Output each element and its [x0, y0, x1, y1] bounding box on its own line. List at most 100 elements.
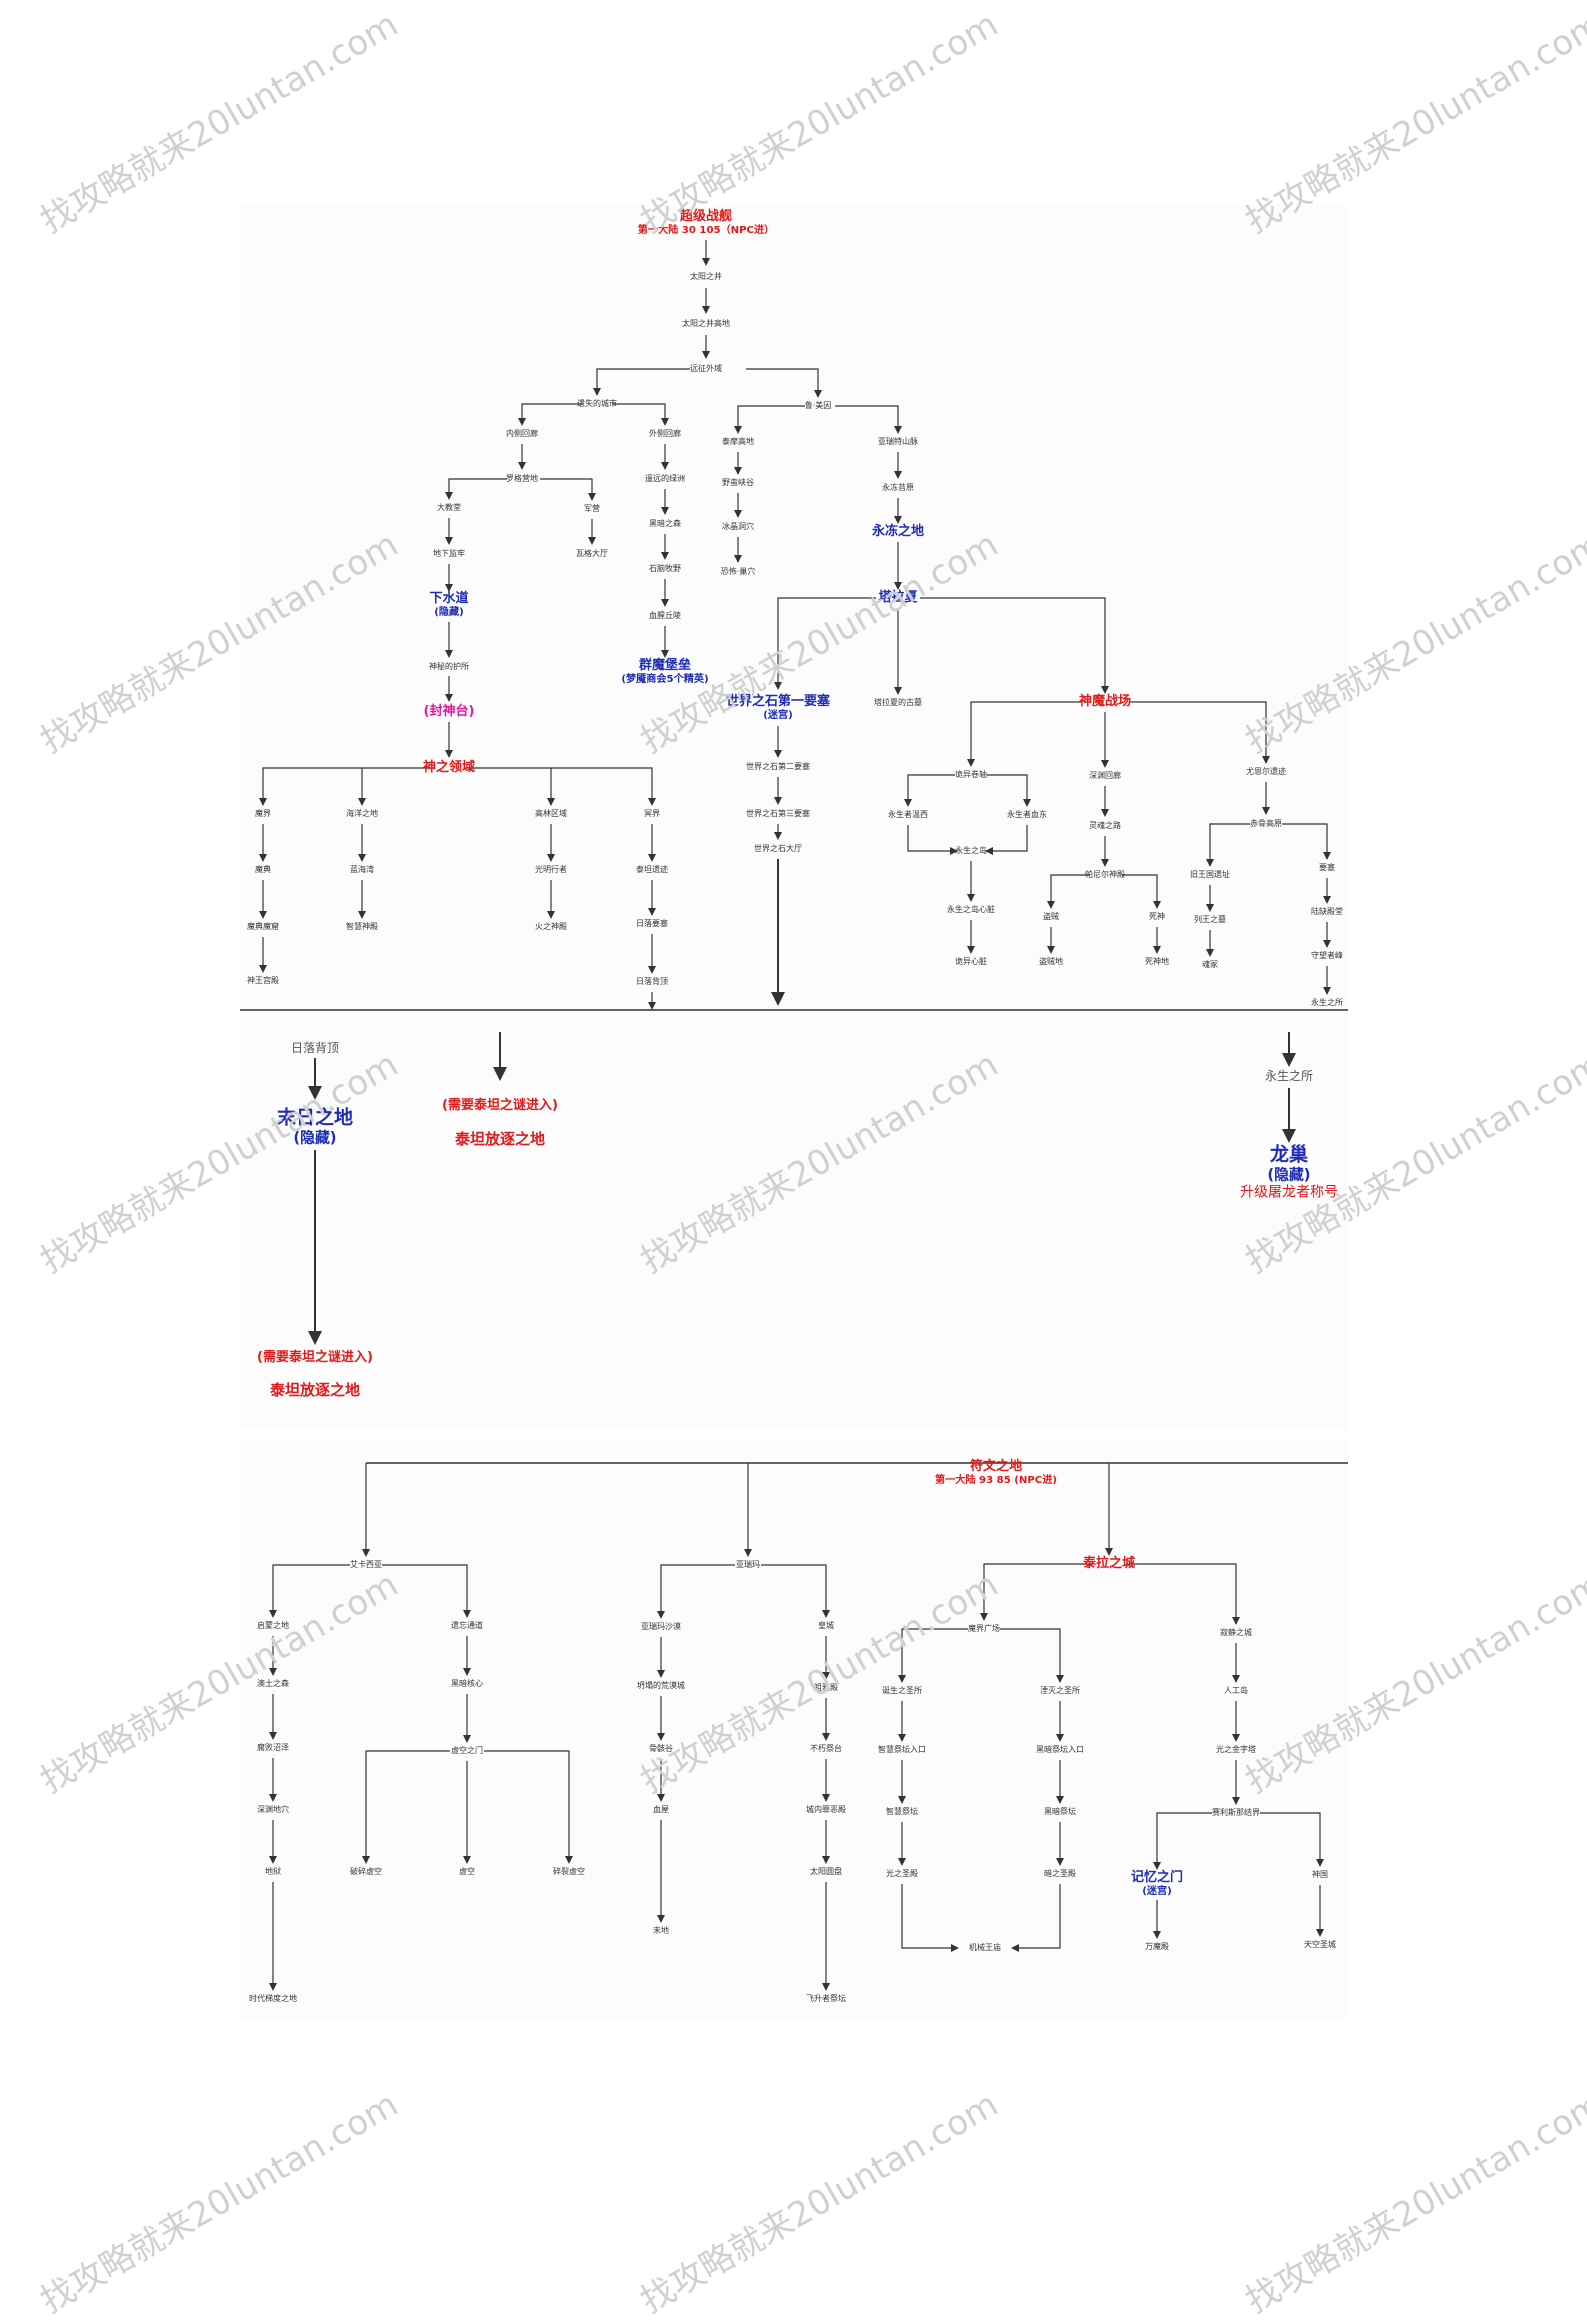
node-label: 记忆之门 [1130, 1870, 1184, 1886]
node-n24: 野蛮峡谷 [722, 478, 754, 488]
node-n25: 冰晶洞穴 [722, 522, 754, 532]
node-n40: 永生之岛 [955, 846, 987, 856]
node-n122: 记忆之门(迷宫) [1131, 1870, 1183, 1898]
node-label: 血腥丘陵 [649, 611, 681, 621]
node-label: 符文之地 [969, 1459, 1022, 1475]
node-label: 时代梯度之地 [249, 1994, 297, 2004]
connector-40 [987, 774, 1031, 807]
connector-123 [1260, 1812, 1324, 1867]
node-n48: 死神 [1149, 912, 1165, 922]
connector-107 [980, 1563, 1092, 1621]
node-label: 世界之石大厅 [754, 844, 802, 854]
node-label: 地下监牢 [433, 549, 465, 559]
node-label: 瓦格大厅 [576, 549, 608, 559]
connector-42 [985, 825, 1028, 855]
node-n5: 遗失的城市 [577, 399, 617, 409]
connector-21 [734, 405, 805, 434]
node-n62: 神王宫殿 [247, 976, 279, 986]
node-label: 世界之石第一要塞 [725, 694, 831, 710]
node-label: 虚空之门 [451, 1746, 483, 1756]
node-label: 旧王国遗址 [1190, 870, 1230, 880]
node-n49: 死神地 [1145, 957, 1169, 967]
node-n84: 澳土之森 [257, 1679, 289, 1689]
node-n30: 塔拉夏 [878, 590, 917, 606]
node-n120: 光之金字塔 [1216, 1745, 1256, 1755]
node-label: 澳土之森 [257, 1679, 289, 1689]
node-label: 遗忘通道 [451, 1621, 483, 1631]
node-label: 城内罪恶殿 [806, 1805, 846, 1815]
node-n2: 太阳之井 [690, 272, 722, 282]
node-label: 死神地 [1145, 957, 1169, 967]
node-sublabel: (隐藏) [293, 1129, 337, 1147]
connector-114 [901, 1884, 959, 1952]
node-n69: 冥界 [644, 809, 660, 819]
node-n20: 石脑牧野 [649, 564, 681, 574]
node-n95: 亚瑞玛 [736, 1560, 760, 1570]
node-label: 灵魂之路 [1089, 821, 1121, 831]
diagram-panel-bottom [240, 1440, 1348, 2020]
node-label: 亚瑞玛 [736, 1560, 760, 1570]
node-n116: 暗之圣殿 [1044, 1869, 1076, 1879]
node-label: 魔界 [255, 809, 271, 819]
node-n113: 湮灭之圣所 [1040, 1686, 1080, 1696]
node-label: 野蛮峡谷 [722, 478, 754, 488]
node-label: 太阳圆盘 [810, 1867, 842, 1877]
node-label: 魂冢 [1202, 960, 1218, 970]
node-label: 赛利斯那结界 [1212, 1808, 1260, 1818]
connector-84 [269, 1564, 350, 1618]
node-n64: 蓝海湾 [350, 865, 374, 875]
node-n58: 永生之所 [1311, 998, 1343, 1008]
node-label: 人工岛 [1224, 1686, 1248, 1696]
node-sublabel: 第一大陆 93 85 (NPC进) [935, 1474, 1057, 1486]
node-n46: 盗贼 [1043, 912, 1059, 922]
node-label: 深渊回廊 [1089, 771, 1121, 781]
node-n37: 诡异卷轴 [955, 770, 987, 780]
node-label: 恐怖·巢穴 [720, 567, 756, 577]
node-n57: 守望者峰 [1311, 951, 1343, 961]
connector-48 [1122, 874, 1161, 909]
node-n14: 神之领域 [423, 760, 475, 776]
node-label: 机械王庙 [969, 1943, 1001, 1953]
node-n33: 世界之石第三要塞 [746, 809, 810, 819]
node-label: 列王之墓 [1194, 915, 1226, 925]
node-label: 尤恩尔遗迹 [1246, 767, 1286, 777]
connector-22 [835, 405, 902, 434]
node-n21: 血腥丘陵 [649, 611, 681, 621]
node-n6: 鲁·美因 [805, 401, 832, 411]
diagram-connectors [240, 240, 1348, 1991]
node-n101: 皇城 [818, 1621, 834, 1631]
node-n124: 神国 [1312, 1870, 1328, 1880]
node-n31: 世界之石第一要塞(迷宫) [726, 694, 830, 722]
node-n42: 诡异心脏 [955, 957, 987, 967]
node-label: 诞生之圣所 [882, 1686, 922, 1696]
node-n34: 世界之石大厅 [754, 844, 802, 854]
node-label: 高林区域 [535, 809, 567, 819]
node-sublabel: (隐藏) [1267, 1166, 1311, 1184]
node-label: 下水道 [429, 591, 469, 607]
node-n78: 泰坦放逐之地 [455, 1130, 545, 1148]
node-label: 皇城 [818, 1621, 834, 1631]
node-n88: 时代梯度之地 [249, 1994, 297, 2004]
node-label: 永生之岛 [955, 846, 987, 856]
node-n70: 泰坦遗迹 [636, 865, 668, 875]
node-label: 暗之圣殿 [1044, 1869, 1076, 1879]
node-n67: 光明行者 [535, 865, 567, 875]
node-n7: 内侧回廊 [506, 429, 538, 439]
node-n109: 诞生之圣所 [882, 1686, 922, 1696]
node-label: 要塞 [1319, 863, 1335, 873]
connector-47 [1047, 874, 1090, 909]
connector-96 [657, 1564, 735, 1619]
node-sublabel: (梦魇商会5个精英) [621, 673, 709, 685]
node-label: 魔界广场 [968, 1624, 1000, 1634]
node-n77: (需要泰坦之谜进入) [442, 1098, 558, 1114]
connector-52 [1206, 823, 1250, 867]
node-n17: 外侧回廊 [649, 429, 681, 439]
node-label: 血屋 [653, 1805, 669, 1815]
node-n86: 深渊地穴 [257, 1805, 289, 1815]
node-label: 永冻苔原 [882, 483, 914, 493]
connector-118 [1011, 1884, 1061, 1952]
node-n82: 艾卡西亚 [350, 1560, 382, 1570]
node-n19: 黑暗之森 [649, 519, 681, 529]
node-label: 神王宫殿 [247, 976, 279, 986]
node-label: 龙巢 [1269, 1143, 1308, 1166]
